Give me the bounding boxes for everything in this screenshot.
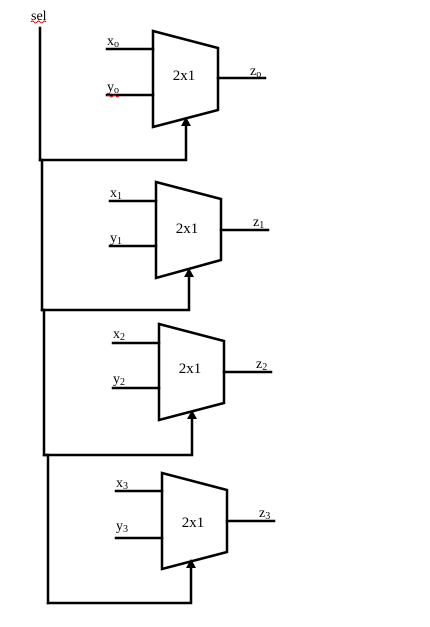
select-bus (38, 26, 50, 605)
mux-2-output-label: z2 (256, 357, 267, 373)
mux-3-select-wire (46, 564, 193, 605)
mux-1-input-x-label: x1 (110, 186, 122, 202)
mux-0-output-label: zo (250, 64, 261, 80)
spellcheck-underline (30, 20, 47, 24)
select-label: sel (31, 9, 47, 24)
mux-2-input-y-label: y2 (113, 372, 125, 388)
mux-1-select-arrow (184, 268, 194, 277)
mux-0-label: 2x1 (173, 68, 196, 84)
mux-0-input-y-label: yo (107, 80, 119, 96)
mux-3-output-label: z3 (259, 506, 270, 522)
mux-1-output-label: z1 (253, 215, 264, 231)
mux-2-select-wire (42, 415, 194, 457)
mux-2: 2x1 x2 y2 z2 (42, 322, 273, 457)
mux-2-input-x-label: x2 (113, 327, 125, 343)
mux-1: 2x1 x1 y1 z1 (40, 180, 270, 312)
mux-2-label: 2x1 (179, 361, 202, 377)
mux-3-label: 2x1 (182, 515, 205, 531)
mux-1-input-y-label: y1 (110, 231, 122, 247)
spellcheck-underline (106, 94, 120, 98)
mux-3-select-arrow (186, 559, 196, 568)
mux-3-input-x-label: x3 (116, 476, 128, 492)
mux-0-select-wire (38, 122, 188, 162)
mux-1-label: 2x1 (176, 221, 199, 237)
mux-0-input-x-label: xo (107, 34, 119, 50)
mux-0-select-arrow (181, 117, 191, 126)
mux-3: 2x1 x3 y3 z3 (46, 471, 276, 605)
mux-3-input-y-label: y3 (116, 519, 128, 535)
mux-1-select-wire (40, 273, 191, 312)
mux-2-select-arrow (187, 410, 197, 419)
mux-0: 2x1 xo yo zo (38, 29, 267, 162)
